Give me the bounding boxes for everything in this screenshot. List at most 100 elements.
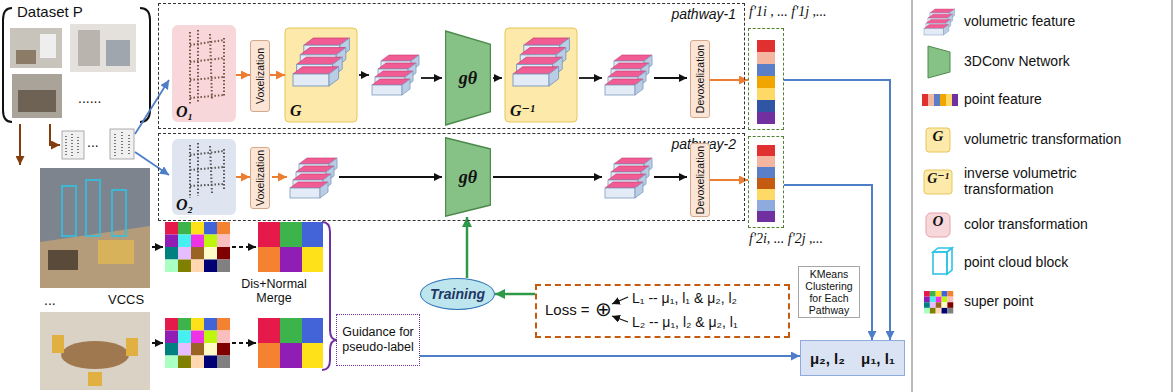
connector bbox=[236, 74, 250, 76]
scene-image-part bbox=[61, 341, 129, 369]
supervoxel-images-part bbox=[165, 222, 230, 272]
block-links bbox=[135, 80, 169, 175]
volumetric-transform-fills-part bbox=[285, 28, 357, 122]
connector bbox=[710, 179, 748, 181]
dataset-bracket-part bbox=[140, 8, 150, 122]
kmeans-box: KMeans Clustering for Each Pathway bbox=[798, 266, 860, 318]
supervoxel-images-part bbox=[258, 318, 323, 368]
point-feature-bars bbox=[757, 40, 775, 222]
volumetric-transform-fills bbox=[285, 28, 577, 122]
down-arrows-part bbox=[19, 124, 21, 165]
guidance-box: Guidance for pseudo-label bbox=[336, 314, 420, 366]
method-label: Dis+Normal Merge bbox=[234, 277, 314, 306]
dataset-thumbnails bbox=[10, 24, 136, 118]
icon-symbol: G bbox=[926, 128, 950, 152]
training-text: Training bbox=[430, 286, 485, 302]
scene-with-blocks-part bbox=[40, 168, 150, 288]
transform-symbol: O₂ bbox=[176, 196, 193, 214]
legend-icons-part bbox=[924, 9, 955, 35]
scene-image bbox=[40, 312, 150, 390]
scene-with-blocks-part bbox=[98, 240, 134, 264]
flow-arrows-part bbox=[579, 77, 602, 79]
transform-symbol: G bbox=[290, 102, 302, 120]
point-feature-bars-part bbox=[757, 200, 775, 211]
loss-term: L₂ -- μ₁, l₂ & μ₂, l₁ bbox=[632, 314, 738, 330]
supervoxel-images bbox=[165, 222, 323, 368]
step-label: Devoxelization bbox=[694, 45, 706, 113]
volumetric-features-part bbox=[290, 158, 337, 198]
legend-icons-part bbox=[924, 170, 952, 194]
dataset-thumbnails-part bbox=[16, 50, 36, 64]
supervoxel-images-part bbox=[165, 318, 230, 368]
ellipsis: ...... bbox=[78, 90, 101, 106]
flow-arrows-part bbox=[654, 176, 687, 178]
scene-with-blocks-part bbox=[62, 186, 76, 236]
point-feature-bars-part bbox=[757, 64, 775, 76]
scene-image-part bbox=[52, 335, 64, 353]
legend-text: volumetric feature bbox=[964, 13, 1164, 29]
point-feature-bars-part bbox=[757, 40, 775, 52]
dashed-arrows-part bbox=[152, 246, 163, 248]
point-cloud-fills-part bbox=[172, 139, 236, 215]
feature-heading: f'2i, ... f'2j ,... bbox=[749, 231, 823, 247]
legend-icons-part bbox=[924, 291, 953, 314]
legend-text: 3DConv Network bbox=[964, 53, 1164, 69]
block-links-part bbox=[135, 80, 169, 134]
dashed-arrows-part bbox=[152, 342, 163, 344]
scene-with-blocks bbox=[40, 168, 150, 288]
cluster-result-box: μ₂, l₂μ₁, l₁ bbox=[800, 340, 905, 376]
point-cloud-box: O₂ bbox=[172, 139, 236, 215]
legend-dividers bbox=[912, 0, 1172, 392]
pathway-box: pathway-2O₂VoxelizationgθDevoxelization bbox=[158, 133, 745, 221]
dataset-bracket bbox=[3, 8, 150, 122]
point-feature-bars-part bbox=[757, 76, 775, 88]
loss-arrows-part bbox=[612, 316, 628, 322]
dataset-thumbnails-part bbox=[106, 40, 130, 66]
scene-image-part bbox=[88, 372, 102, 386]
point-feature-bars-part bbox=[757, 112, 775, 124]
training-ellipse: Training bbox=[420, 278, 495, 310]
flow-arrow bbox=[272, 176, 287, 178]
point-feature-bars-part bbox=[757, 100, 775, 112]
sum-symbol: ⊕ bbox=[595, 297, 612, 321]
point-feature-bars-part bbox=[757, 211, 775, 222]
transform-symbol: G⁻¹ bbox=[510, 101, 535, 120]
point-feature-bars-part bbox=[757, 52, 775, 64]
dataset-thumbnails-part bbox=[78, 30, 100, 66]
trapezoid-shape bbox=[445, 31, 490, 125]
legend-text: super point bbox=[964, 293, 1164, 309]
dataset-thumbnails-part bbox=[18, 90, 56, 112]
volumetric-transform-box: G bbox=[285, 28, 357, 122]
point-cloud-blocks-part bbox=[110, 129, 134, 159]
flow-arrows-part bbox=[421, 77, 442, 79]
voxelization-box: Voxelization bbox=[250, 147, 270, 209]
dataset-thumbnails-part bbox=[70, 24, 136, 72]
legend-text: point cloud block bbox=[964, 254, 1164, 270]
legend-text: volumetric transformation bbox=[964, 131, 1164, 147]
legend-icons-part bbox=[933, 252, 947, 274]
legend-icons-part bbox=[928, 46, 950, 78]
kmeans-text: KMeans Clustering for Each Pathway bbox=[800, 268, 858, 316]
down-arrows-part bbox=[50, 124, 60, 145]
conv-network: gθ bbox=[445, 137, 491, 217]
connector bbox=[495, 293, 535, 296]
dataset-thumbnails-part bbox=[10, 28, 62, 68]
pathway-title: pathway-1 bbox=[671, 6, 736, 22]
devoxelization-box: Devoxelization bbox=[690, 143, 710, 217]
flow-arrows-part bbox=[493, 176, 602, 178]
point-feature-bars-part bbox=[757, 156, 775, 167]
legend-dividers-part bbox=[912, 0, 913, 392]
point-cloud-fills-part bbox=[172, 25, 236, 122]
flow-arrows bbox=[339, 75, 687, 177]
voxelization-box: Voxelization bbox=[250, 40, 270, 112]
connector bbox=[236, 176, 250, 178]
legend-dividers-part bbox=[1172, 0, 1173, 392]
point-cloud-2 bbox=[190, 143, 224, 198]
point-cloud-1 bbox=[190, 30, 224, 104]
connector bbox=[710, 79, 748, 81]
volumetric-transform-fills-part bbox=[505, 28, 577, 122]
pathway-box: pathway-1O₁VoxelizationGgθG⁻¹Devoxelizat… bbox=[158, 3, 745, 129]
point-cloud-blocks-part bbox=[66, 134, 78, 156]
step-label: Voxelization bbox=[254, 150, 266, 206]
